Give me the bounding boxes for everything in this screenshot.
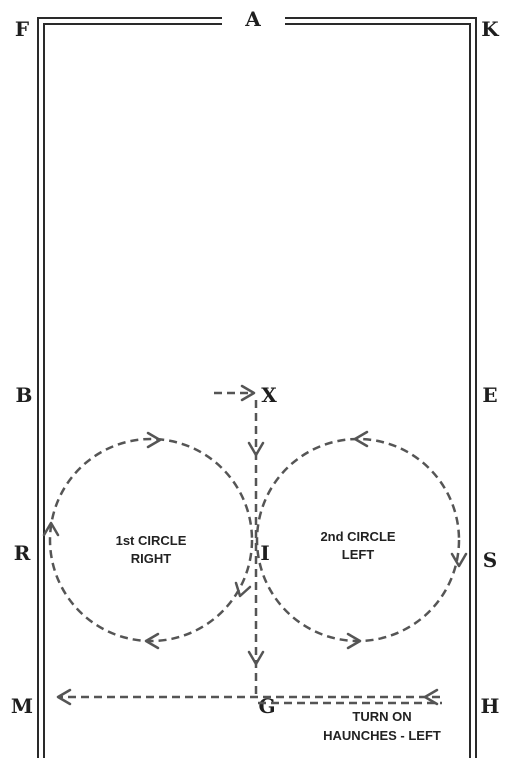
letter-k: K <box>481 17 499 41</box>
first-circle-path <box>48 437 254 643</box>
arena-wall-outer <box>37 17 477 758</box>
turn-label-line2: HAUNCHES - LEFT <box>323 728 441 743</box>
arrow-head-first-circle-lower-right <box>234 581 252 598</box>
letter-a: A <box>244 7 261 31</box>
letter-h: H <box>481 694 500 718</box>
arrow-head-centerline-upper <box>247 441 265 457</box>
arrow-head-first-circle-left <box>42 521 60 537</box>
letter-b: B <box>16 383 33 407</box>
letter-g: G <box>258 694 275 718</box>
arrow-head-second-circle-top <box>353 430 369 448</box>
letter-x: X <box>261 383 277 407</box>
first-circle-label-line1: 1st CIRCLE <box>116 533 187 548</box>
first-circle-label-line2: RIGHT <box>131 551 172 566</box>
arena-wall <box>37 17 477 758</box>
arrow-head-second-circle-right <box>450 552 468 568</box>
arrow-head-first-circle-bottom <box>144 632 160 650</box>
arrow-head-centerline-lower <box>247 650 265 666</box>
letter-f: F <box>15 17 29 41</box>
second-circle-label-line1: 2nd CIRCLE <box>320 529 395 544</box>
letter-s: S <box>483 548 497 572</box>
arrow-head-second-circle-bottom <box>346 632 362 650</box>
arrow-head-turn <box>423 688 439 706</box>
arena-wall-inner <box>43 23 471 758</box>
letter-r: R <box>14 541 31 565</box>
arrow-head-entry <box>240 384 256 402</box>
arrow-head-first-circle-top <box>146 431 162 449</box>
letter-e: E <box>482 383 497 407</box>
second-circle-label-line2: LEFT <box>342 547 375 562</box>
turn-label-line1: TURN ON <box>352 709 411 724</box>
arrow-head-to-m <box>56 688 72 706</box>
letter-m: M <box>11 694 33 718</box>
letter-i: I <box>260 541 269 565</box>
